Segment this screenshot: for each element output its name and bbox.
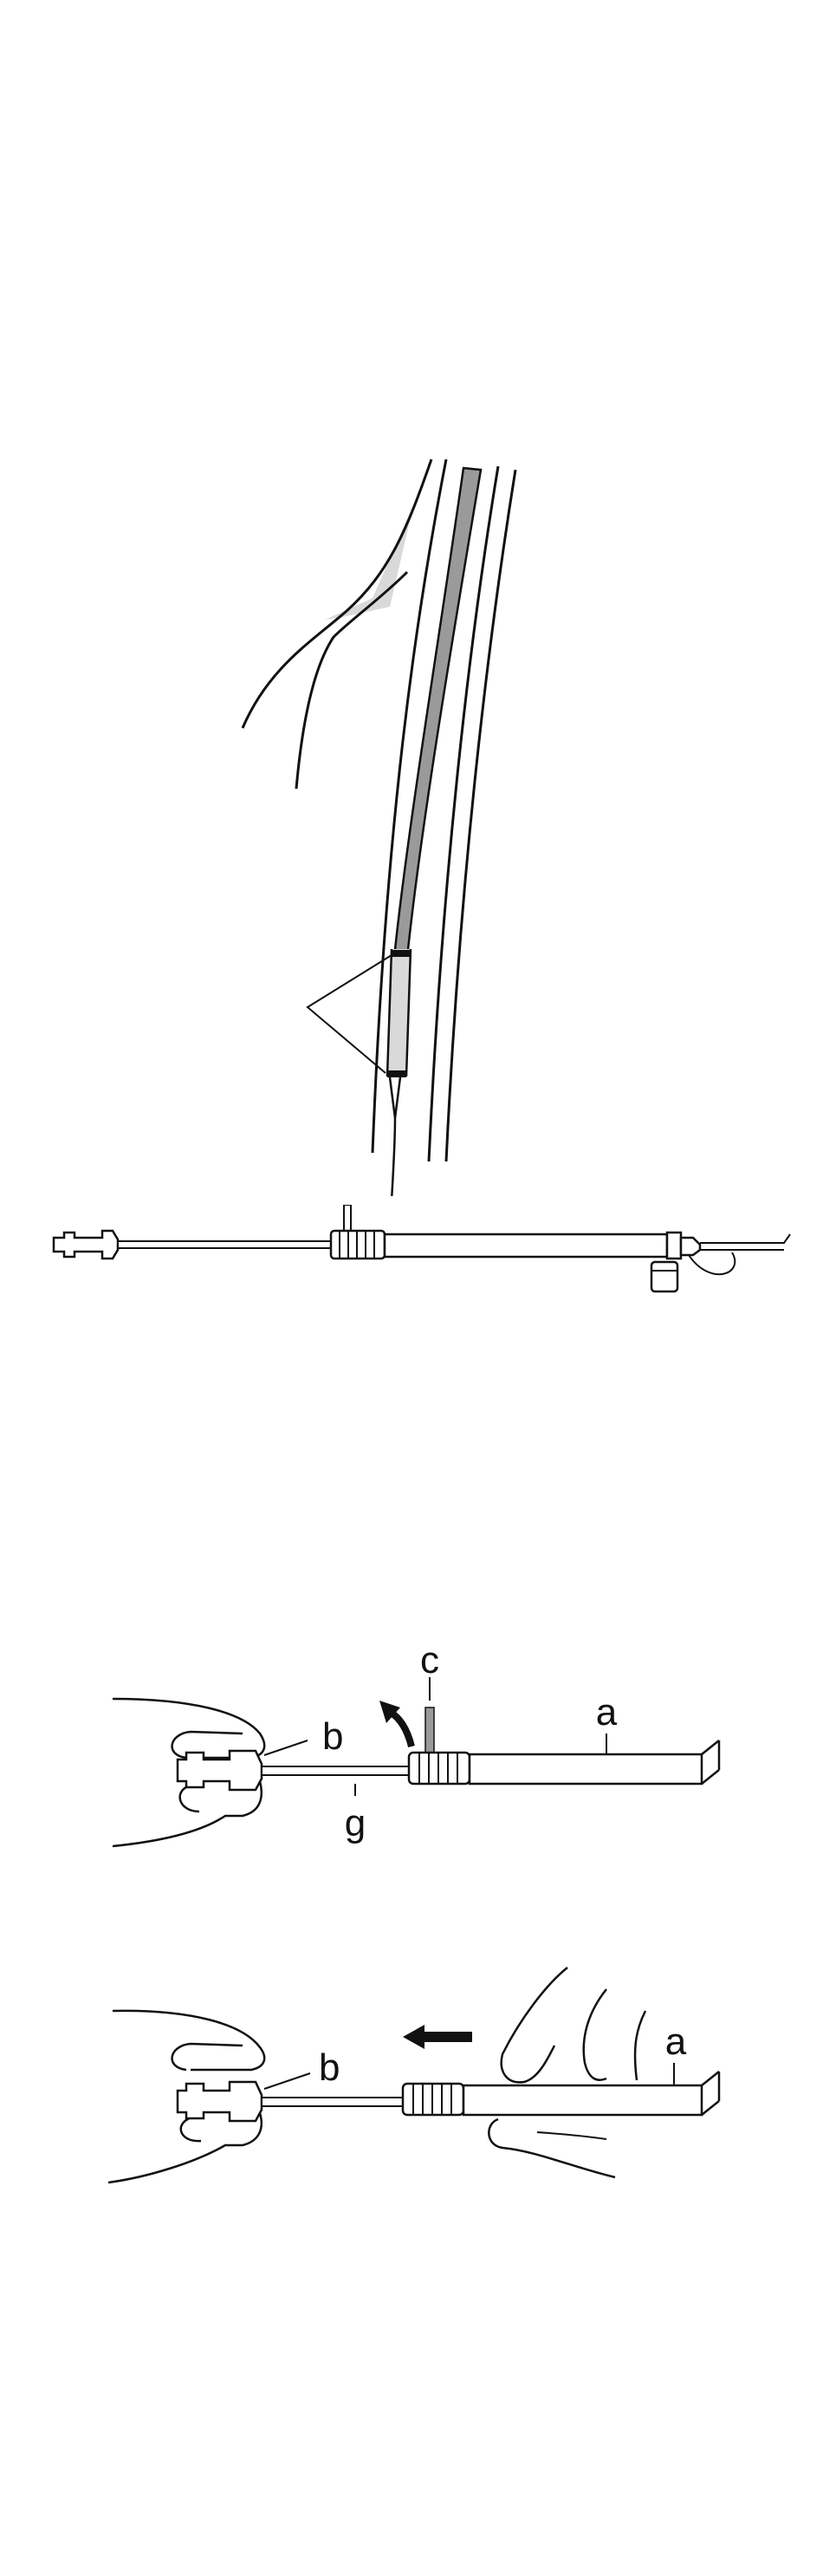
left-finger bbox=[181, 2117, 201, 2141]
right-lower-finger bbox=[489, 2119, 615, 2177]
leader-b bbox=[264, 2073, 310, 2089]
hub-connector bbox=[178, 2082, 262, 2121]
left-hand-bottom bbox=[108, 2113, 262, 2182]
label-b: b bbox=[322, 1715, 343, 1758]
right-finger-crease bbox=[537, 2132, 606, 2139]
clip-grey bbox=[425, 1708, 434, 1753]
label-a: a bbox=[596, 1691, 618, 1734]
inner-shaft bbox=[262, 2098, 405, 2106]
vessel-catheter-figure bbox=[0, 433, 823, 1196]
catheter-tip bbox=[390, 1077, 400, 1118]
catheter-assembly-illustration bbox=[0, 1205, 823, 1326]
inner-shaft bbox=[118, 1241, 334, 1248]
label-g: g bbox=[345, 1802, 366, 1844]
right-middle bbox=[635, 2011, 645, 2080]
sheath-break bbox=[702, 2072, 719, 2115]
marker-band-distal bbox=[387, 1070, 406, 1077]
inner-shaft bbox=[262, 1766, 411, 1775]
step-withdraw-sheath-figure: b a bbox=[0, 1950, 823, 2236]
pull-arrow bbox=[403, 2025, 472, 2049]
label-b: b bbox=[319, 2046, 340, 2089]
sheath-end bbox=[667, 1233, 681, 1259]
branch-shading bbox=[325, 503, 414, 620]
sheath-break bbox=[702, 1740, 719, 1784]
left-hand-top bbox=[113, 2011, 264, 2070]
step-withdraw-sheath-illustration: b a bbox=[0, 1950, 823, 2236]
hub bbox=[681, 1238, 700, 1255]
step-remove-clip-figure: c a b g bbox=[0, 1647, 823, 1924]
cable-top bbox=[700, 1234, 790, 1243]
label-a: a bbox=[665, 2020, 687, 2063]
guidewire bbox=[392, 1118, 395, 1196]
left-hand-top bbox=[113, 1699, 264, 1758]
luer-connector bbox=[54, 1231, 118, 1259]
left-finger bbox=[180, 1786, 199, 1812]
step-remove-clip-illustration: c a b g bbox=[0, 1647, 823, 1924]
sheath-tube bbox=[385, 1234, 667, 1257]
vessel-catheter-illustration bbox=[0, 433, 823, 1196]
branch-vessel-outer bbox=[243, 459, 431, 728]
right-index bbox=[584, 1989, 606, 2080]
sheath-tube bbox=[470, 1754, 702, 1784]
left-thumb bbox=[172, 2044, 243, 2070]
protective-cap bbox=[651, 1262, 677, 1291]
curved-arrow-shaft bbox=[390, 1712, 412, 1747]
marker-band-proximal bbox=[391, 950, 410, 957]
catheter-assembly-figure bbox=[0, 1205, 823, 1326]
leader-b bbox=[264, 1740, 308, 1755]
right-thumb bbox=[502, 1968, 567, 2082]
label-c: c bbox=[420, 1647, 439, 1682]
tether-loop bbox=[689, 1252, 735, 1274]
sheath-tube bbox=[463, 2085, 702, 2115]
